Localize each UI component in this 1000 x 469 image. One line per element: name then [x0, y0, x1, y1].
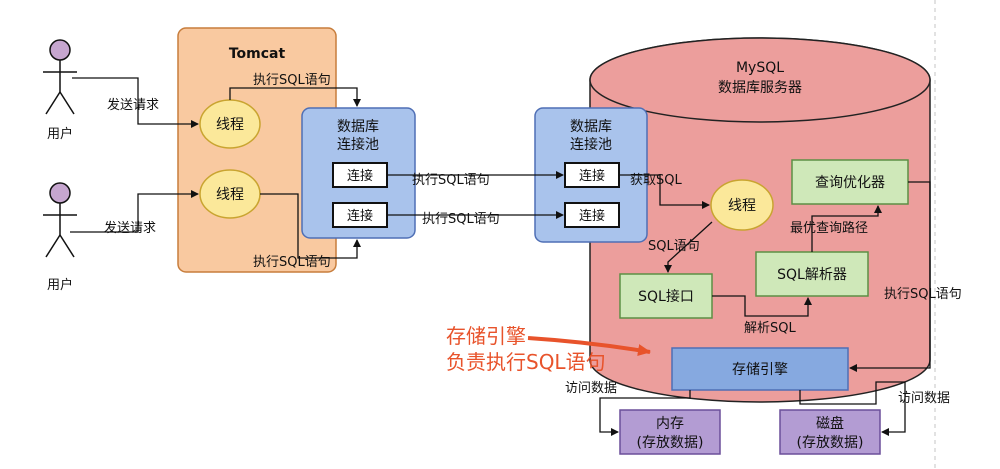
- sql-parser-box: [755, 251, 869, 297]
- annotation-line-2: 负责执行SQL语句: [446, 350, 606, 374]
- disk-box: [779, 409, 881, 455]
- person-icon: [43, 39, 77, 115]
- edge-send-request-2-label: 发送请求: [104, 220, 156, 236]
- edge-best-path-label: 最优查询路径: [790, 220, 868, 236]
- pool-right-connection-2: [564, 202, 620, 228]
- user-2-label: 用户: [47, 277, 73, 293]
- edge-get-sql-label: 获取SQL: [630, 173, 682, 188]
- edge-exec-sql-bottom-label: 执行SQL语句: [253, 255, 331, 270]
- disk-label-1: 磁盘: [816, 415, 844, 432]
- user-1: 用户: [43, 39, 77, 142]
- annotation-line-1: 存储引擎: [446, 324, 526, 348]
- pool-right-connection-2-label: 连接: [579, 208, 605, 224]
- edge-exec-sql-engine-label: 执行SQL语句: [884, 287, 962, 302]
- sql-interface-label: SQL接口: [638, 288, 694, 305]
- query-optimizer-label: 查询优化器: [815, 175, 885, 191]
- edge-parse-sql-label: 解析SQL: [744, 321, 796, 336]
- edge-optimizer-to-engine: [849, 181, 931, 372]
- edge-access-data-disk-label: 访问数据: [898, 391, 950, 406]
- edge-thread1-to-pool: [229, 87, 361, 107]
- pool-left-connection-2: [332, 202, 388, 228]
- pool-left-title-1: 数据库: [337, 119, 379, 135]
- edge-access-data-mem-label: 访问数据: [565, 381, 617, 396]
- pool-left-connection-1-label: 连接: [347, 168, 373, 184]
- annotation-arrow: [527, 336, 651, 356]
- edge-sql-statement-label: SQL语句: [648, 239, 700, 254]
- memory-box: [619, 409, 721, 455]
- pool-right-title-1: 数据库: [570, 119, 612, 135]
- edge-parser-to-optimizer: [811, 205, 882, 252]
- mysql-thread-label: 线程: [728, 198, 756, 214]
- memory-label-2: (存放数据): [637, 435, 704, 451]
- user-1-label: 用户: [47, 126, 73, 142]
- storage-engine-box: [671, 347, 849, 391]
- cylinder-top: [589, 37, 931, 123]
- user-2: 用户: [43, 182, 77, 293]
- memory-label-1: 内存: [656, 416, 684, 432]
- edge-thread2-to-pool: [260, 193, 361, 259]
- query-optimizer-box: [791, 159, 909, 205]
- pool-left-connection-2-label: 连接: [347, 208, 373, 224]
- edge-engine-to-disk: [799, 381, 906, 436]
- pool-right-title-2: 连接池: [570, 136, 612, 153]
- mysql-title-line1: MySQL: [736, 60, 784, 76]
- tomcat-title: Tomcat: [229, 46, 286, 62]
- person-icon: [43, 182, 77, 258]
- edge-user2-to-thread2: [70, 190, 199, 233]
- pool-right-connection-1-label: 连接: [579, 168, 605, 184]
- edge-user1-to-thread1: [72, 77, 199, 128]
- edge-send-request-1-label: 发送请求: [107, 97, 159, 113]
- storage-engine-label: 存储引擎: [732, 362, 788, 378]
- edge-thread-to-sql-interface: [664, 221, 713, 273]
- edge-engine-to-memory: [599, 390, 691, 436]
- edge-exec-sql-top-label: 执行SQL语句: [253, 73, 331, 88]
- mysql-thread: [710, 179, 774, 231]
- disk-label-2: (存放数据): [797, 435, 864, 451]
- mysql-title-line2: 数据库服务器: [718, 80, 802, 96]
- edge-exec-sql-conn2-label: 执行SQL语句: [422, 212, 500, 227]
- tomcat-thread-2-label: 线程: [216, 187, 244, 203]
- pool-left-title-2: 连接池: [337, 136, 379, 153]
- edge-exec-sql-conn1-label: 执行SQL语句: [412, 173, 490, 188]
- tomcat-thread-1-label: 线程: [216, 117, 244, 133]
- edge-pool-to-mysql-thread: [619, 174, 710, 209]
- sql-parser-label: SQL解析器: [777, 267, 847, 283]
- edge-interface-to-parser: [712, 295, 812, 317]
